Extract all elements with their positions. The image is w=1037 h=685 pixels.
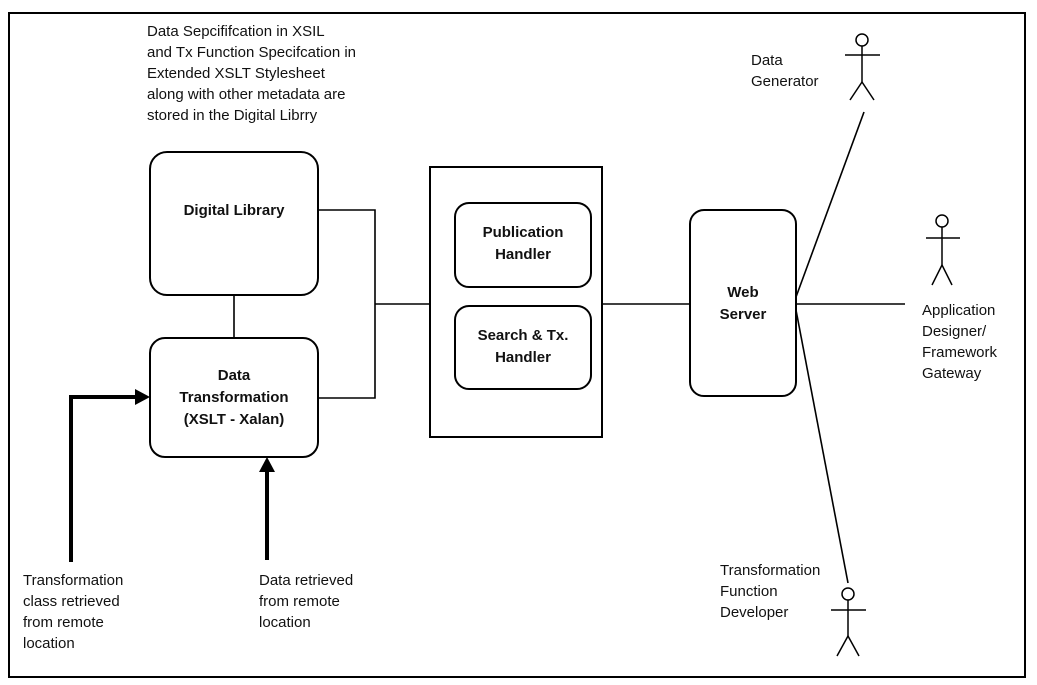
link-webserver-transform-developer: [795, 309, 849, 584]
transformation-class-label: Transformation class retrieved from remo…: [23, 570, 123, 654]
data-transformation-label-line: (XSLT - Xalan): [183, 411, 285, 428]
search-handler-label-line: Search & Tx.: [477, 327, 569, 344]
connector-library-bus: [318, 209, 376, 399]
publication-handler-label: Publication Handler: [455, 222, 591, 266]
arrow-data-retrieved-head: [259, 457, 275, 472]
publication-handler-label-line: Handler: [495, 246, 551, 263]
transformation-developer-label-line: Developer: [720, 604, 789, 621]
application-designer-label-line: Framework: [922, 344, 998, 361]
digital-library-label: Digital Library: [150, 200, 318, 222]
note-line: Extended XSLT Stylesheet: [147, 65, 325, 82]
application-designer-label: Application Designer/ Framework Gateway: [922, 300, 997, 384]
transformation-developer-actor-icon: [831, 587, 866, 657]
data-transformation-label-line: Transformation: [179, 389, 289, 406]
transformation-developer-label-line: Function: [720, 583, 778, 600]
publication-handler-label-line: Publication: [482, 224, 564, 241]
web-server-label-line: Server: [719, 306, 767, 323]
transformation-developer-label-line: Transformation: [720, 562, 821, 579]
data-generator-label-line: Data: [751, 52, 783, 69]
data-retrieved-label: Data retrieved from remote location: [259, 570, 353, 633]
data-retrieved-label-line: from remote: [259, 593, 340, 610]
application-designer-label-line: Application: [922, 302, 996, 319]
data-retrieved-label-line: location: [259, 614, 311, 631]
application-designer-actor-icon: [926, 214, 960, 286]
application-designer-label-line: Gateway: [922, 365, 982, 382]
publication-handler-box: [454, 202, 592, 288]
transformation-class-label-line: location: [23, 635, 75, 652]
search-handler-label-line: Handler: [495, 349, 551, 366]
data-generator-label-line: Generator: [751, 73, 819, 90]
arrow-transformation-class-head: [135, 389, 150, 405]
note-line: along with other metadata are: [147, 86, 346, 103]
transformation-class-label-line: Transformation: [23, 572, 124, 589]
web-server-label-line: Web: [727, 284, 759, 301]
application-designer-label-line: Designer/: [922, 323, 987, 340]
arrow-transformation-class: [69, 395, 138, 562]
search-handler-box: [454, 305, 592, 390]
data-transformation-label-line: Data: [217, 367, 251, 384]
data-generator-actor-icon: [845, 33, 880, 101]
transformation-class-label-line: class retrieved: [23, 593, 120, 610]
link-webserver-data-generator: [795, 111, 865, 298]
data-transformation-label: Data Transformation (XSLT - Xalan): [150, 365, 318, 431]
digital-library-note: Data Sepcififcation in XSIL and Tx Funct…: [147, 21, 437, 126]
search-handler-label: Search & Tx. Handler: [455, 325, 591, 369]
diagram-frame: [8, 12, 1026, 678]
web-server-box: [689, 209, 797, 397]
web-server-label: Web Server: [690, 282, 796, 326]
note-line: stored in the Digital Librry: [147, 107, 318, 124]
transformation-developer-label: Transformation Function Developer: [720, 560, 820, 623]
transformation-class-label-line: from remote: [23, 614, 104, 631]
digital-library-box: [149, 151, 319, 296]
digital-library-label-line: Digital Library: [183, 202, 285, 219]
note-line: Data Sepcififcation in XSIL: [147, 23, 325, 40]
data-generator-label: Data Generator: [751, 50, 819, 92]
data-retrieved-label-line: Data retrieved: [259, 572, 354, 589]
note-line: and Tx Function Specifcation in: [147, 44, 357, 61]
